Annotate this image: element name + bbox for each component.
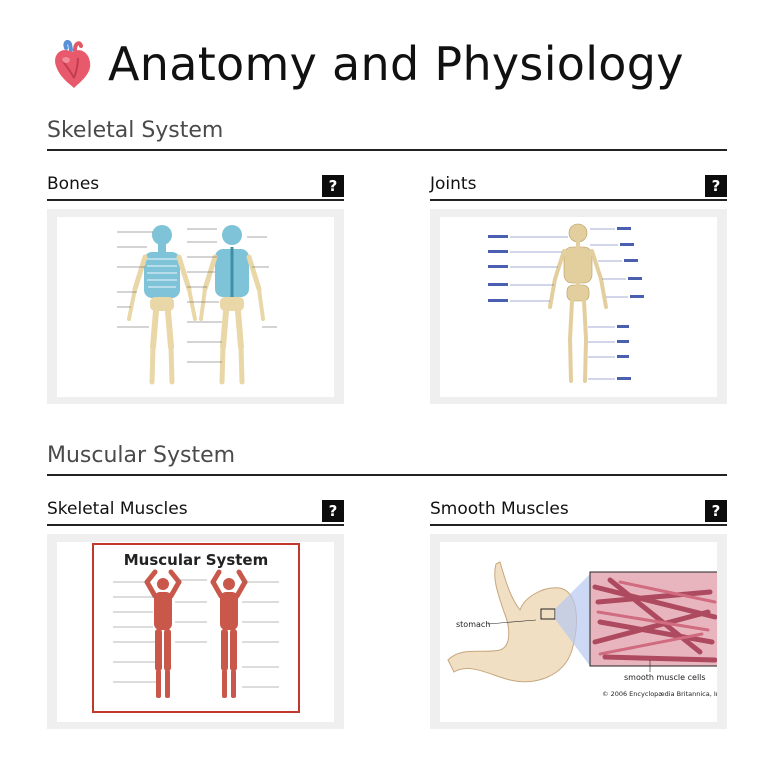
card-header: Skeletal Muscles ?	[47, 498, 344, 526]
card-bones: Bones ?	[47, 173, 344, 404]
anatomical-heart-icon	[48, 38, 96, 90]
page-title-text: Anatomy and Physiology	[108, 37, 684, 91]
card-label-smooth-muscles: Smooth Muscles	[430, 499, 569, 519]
help-button-skeletal-muscles[interactable]: ?	[322, 500, 344, 522]
image-frame	[47, 209, 344, 404]
help-button-joints[interactable]: ?	[705, 175, 727, 197]
card-label-bones: Bones	[47, 174, 100, 194]
card-label-skeletal-muscles: Skeletal Muscles	[47, 499, 188, 519]
card-header: Smooth Muscles ?	[430, 498, 727, 526]
copyright-credit: © 2006 Encyclopædia Britannica, Inc.	[602, 690, 717, 698]
poster-title: Muscular System	[124, 551, 268, 569]
card-skeletal-muscles: Skeletal Muscles ? Muscular System	[47, 498, 344, 729]
muscular-system-poster-image[interactable]: Muscular System	[57, 542, 334, 722]
card-header: Joints ?	[430, 173, 727, 201]
help-button-smooth-muscles[interactable]: ?	[705, 500, 727, 522]
card-smooth-muscles: Smooth Muscles ?	[430, 498, 727, 729]
card-label-joints: Joints	[430, 174, 477, 194]
section-heading-muscular-system: Muscular System	[47, 443, 727, 476]
image-frame	[430, 209, 727, 404]
section-heading-skeletal-system: Skeletal System	[47, 118, 727, 151]
card-joints: Joints ?	[430, 173, 727, 404]
image-frame: stomach smooth muscle cells © 2006 Encyc…	[430, 534, 727, 729]
page-title: Anatomy and Physiology	[48, 34, 684, 94]
image-frame: Muscular System	[47, 534, 344, 729]
stomach-label: stomach	[456, 620, 490, 629]
skeleton-front-back-image[interactable]	[57, 217, 334, 397]
help-button-bones[interactable]: ?	[322, 175, 344, 197]
skeleton-joints-image[interactable]	[440, 217, 717, 397]
smooth-muscle-cells-label: smooth muscle cells	[624, 673, 706, 682]
smooth-muscle-image[interactable]: stomach smooth muscle cells © 2006 Encyc…	[440, 542, 717, 722]
card-header: Bones ?	[47, 173, 344, 201]
